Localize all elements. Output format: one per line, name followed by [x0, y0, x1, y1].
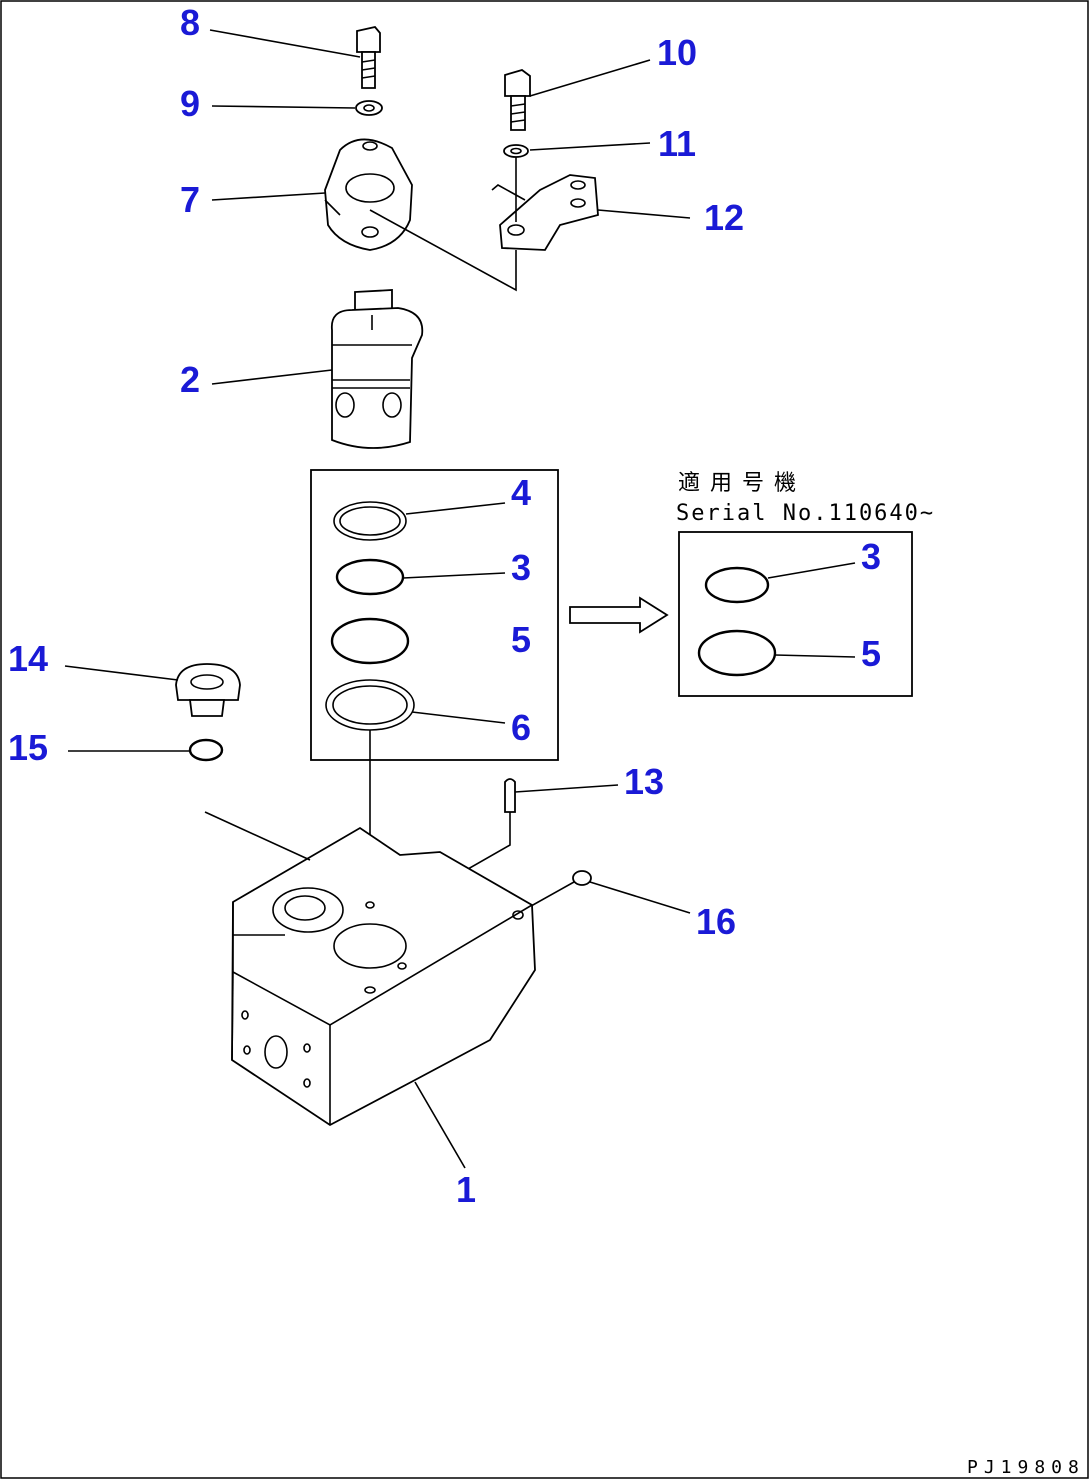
- callout-4[interactable]: 4: [511, 472, 531, 513]
- part-15-o-ring: [188, 738, 224, 762]
- leader-lines: [64, 29, 856, 1169]
- callout-3[interactable]: 3: [511, 547, 531, 588]
- callout-15[interactable]: 15: [8, 727, 48, 768]
- part-10-bolt: [504, 69, 531, 131]
- callout-2[interactable]: 2: [180, 359, 200, 400]
- part-5-o-ring: [330, 617, 410, 665]
- leader-7-12: [369, 209, 517, 292]
- callout-16[interactable]: 16: [696, 901, 736, 942]
- inset-part-5-o-ring: [697, 629, 777, 677]
- inset-callout-3[interactable]: 3: [861, 536, 881, 577]
- callout-1[interactable]: 1: [456, 1169, 476, 1210]
- callout-10[interactable]: 10: [657, 32, 697, 73]
- part-2-valve: [330, 289, 424, 449]
- drawing-code: PJ19808: [967, 1457, 1085, 1478]
- part-1-valve-body: [204, 811, 536, 1127]
- part-14-plug: [175, 663, 241, 717]
- callout-14[interactable]: 14: [8, 638, 48, 679]
- arrow-to-inset: [569, 596, 669, 634]
- callout-6[interactable]: 6: [511, 707, 531, 748]
- part-7-flange: [324, 138, 413, 251]
- seal-kit-box: [310, 469, 559, 761]
- part-12-bracket: [491, 174, 599, 251]
- inset-part-3-o-ring: [704, 566, 770, 604]
- part-16-plug: [514, 870, 592, 916]
- applicability-note-title: 適用号機: [678, 471, 806, 496]
- callout-12[interactable]: 12: [704, 197, 744, 238]
- part-9-washer: [355, 100, 383, 116]
- part-6-backup-ring: [325, 679, 415, 731]
- callout-11[interactable]: 11: [658, 123, 696, 164]
- callout-5[interactable]: 5: [511, 619, 531, 660]
- callout-7[interactable]: 7: [180, 179, 200, 220]
- inset-callout-5[interactable]: 5: [861, 633, 881, 674]
- part-11-washer: [503, 144, 529, 158]
- part-4-backup-ring: [333, 501, 407, 541]
- part-3-o-ring: [335, 558, 405, 596]
- inset-box: [678, 531, 913, 697]
- part-8-bolt: [356, 26, 381, 89]
- applicability-note-serial: Serial No.110640~: [676, 501, 935, 526]
- callout-9[interactable]: 9: [180, 83, 200, 124]
- callout-8[interactable]: 8: [180, 2, 200, 43]
- callout-13[interactable]: 13: [624, 761, 664, 802]
